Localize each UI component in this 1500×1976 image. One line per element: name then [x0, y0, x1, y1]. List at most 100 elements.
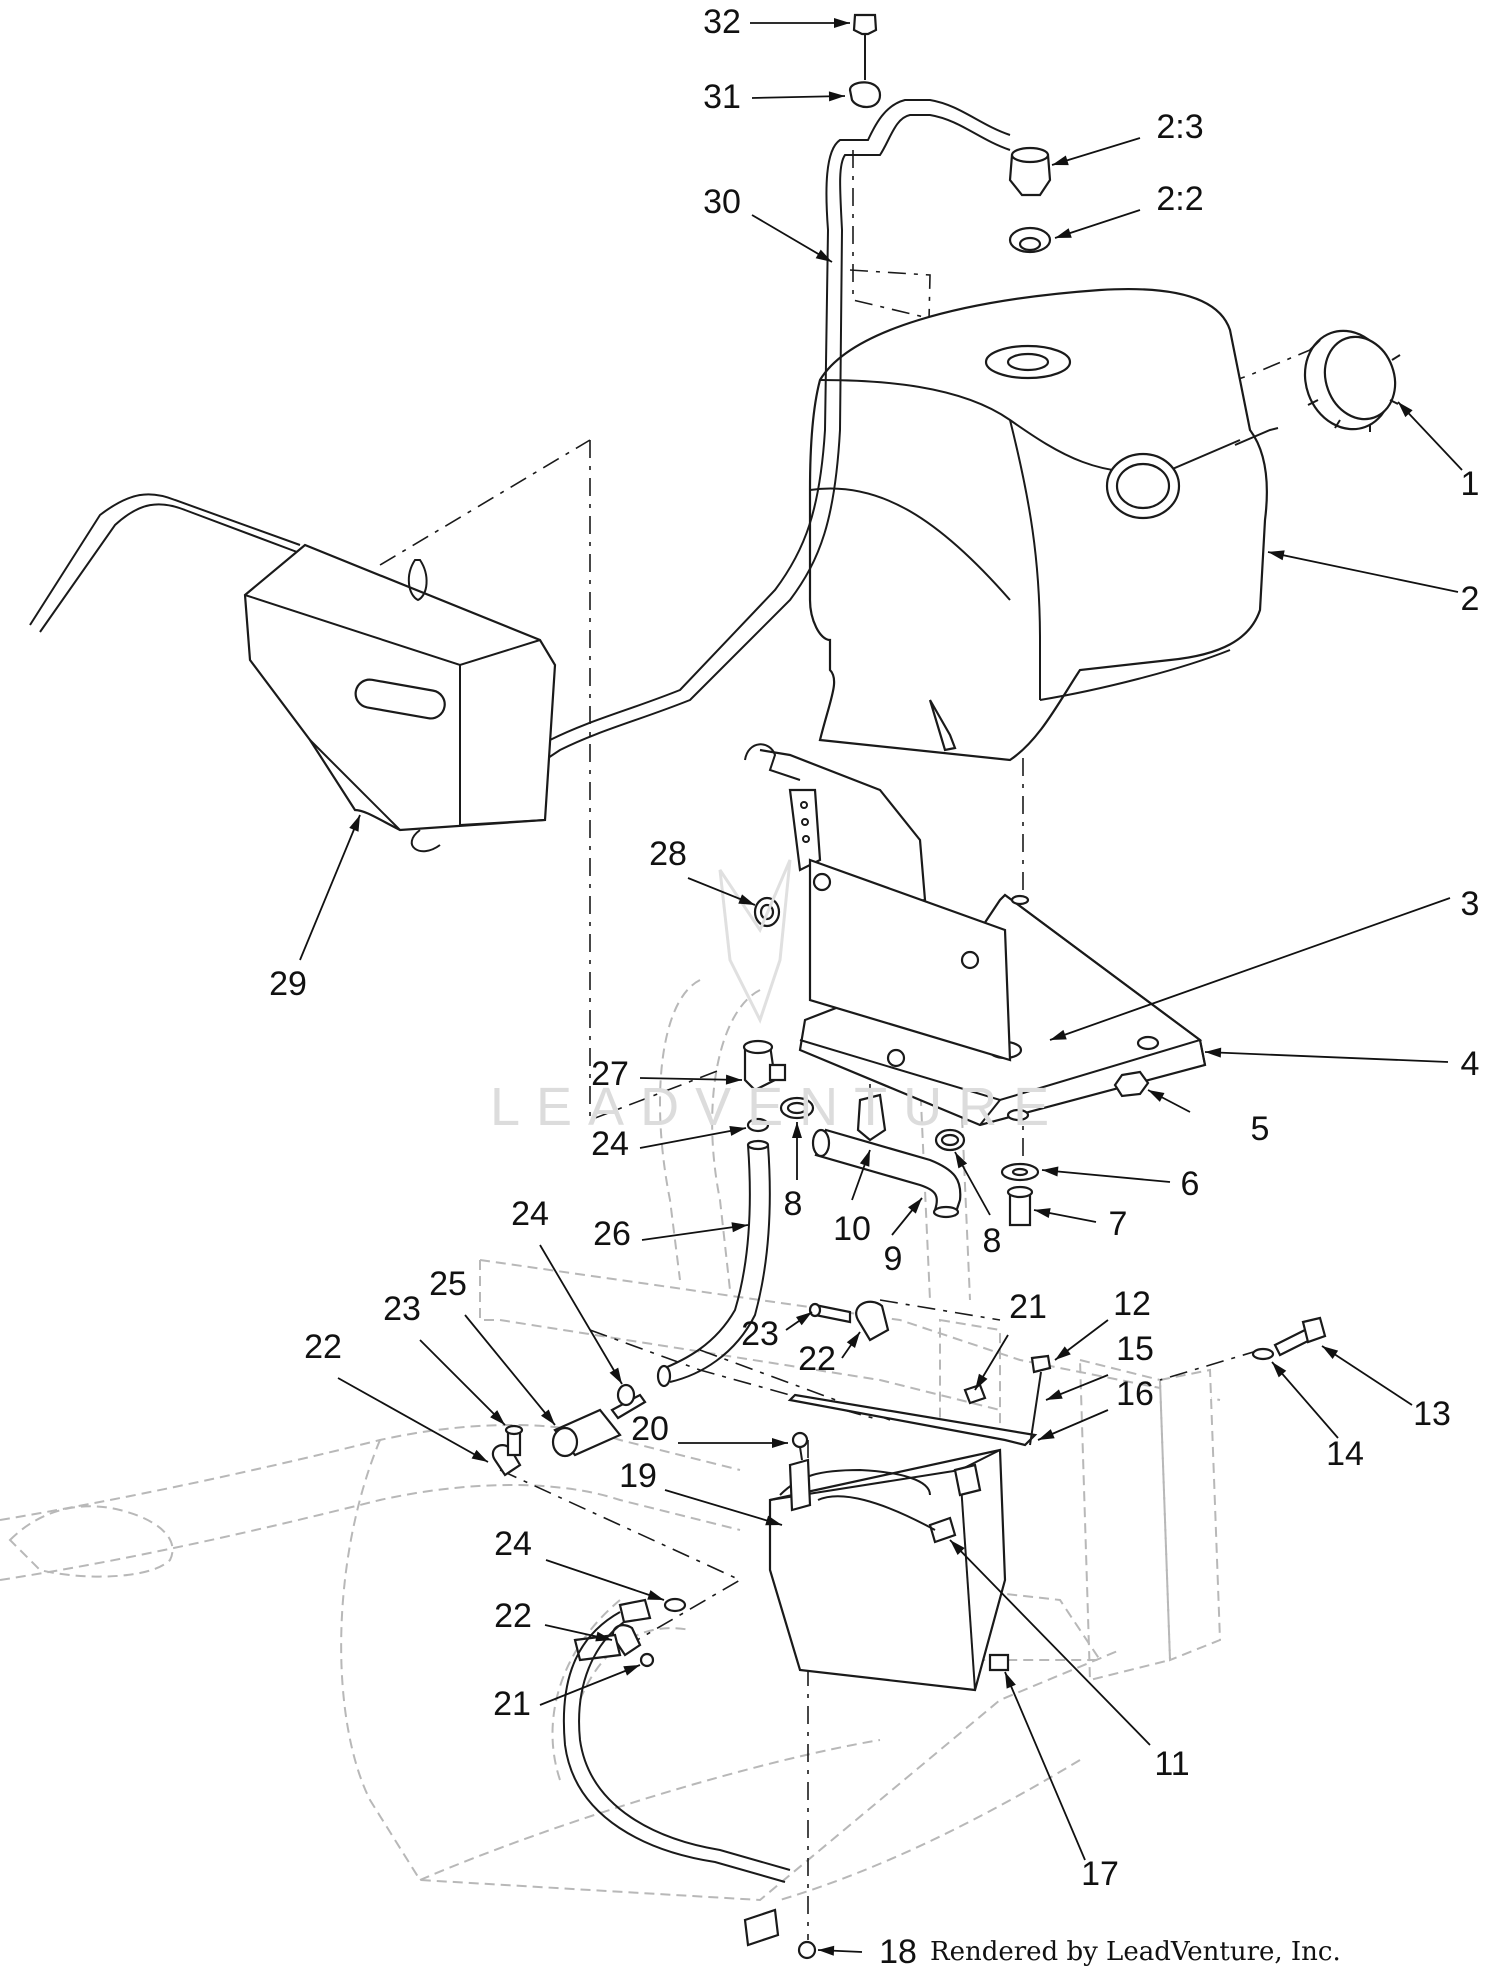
arrowhead-c18: [818, 1945, 835, 1956]
arrowhead-c17: [1005, 1672, 1016, 1689]
arrowhead-c16: [1038, 1429, 1055, 1440]
callout-c22a: 22: [304, 1328, 342, 1366]
callout-c1: 1: [1461, 465, 1480, 503]
callout-c7: 7: [1109, 1205, 1128, 1243]
arrowhead-c10: [859, 1150, 870, 1167]
callout-c2: 2: [1461, 580, 1480, 618]
callout-c28: 28: [649, 835, 687, 873]
arrowhead-c28: [738, 894, 755, 905]
arrowhead-c23b: [795, 1312, 812, 1326]
leader-c2: [1267, 551, 1459, 593]
callout-c23a: 23: [383, 1290, 421, 1328]
callout-c21a: 21: [1009, 1288, 1047, 1326]
callout-c2_3: 2:3: [1156, 108, 1203, 146]
leader-c24a: [639, 1127, 747, 1149]
leader-c3: [1049, 897, 1451, 1041]
callout-c23b: 23: [741, 1315, 779, 1353]
hold-down: [963, 1354, 1052, 1446]
callout-c4: 4: [1461, 1045, 1480, 1083]
callout-c2_2: 2:2: [1156, 180, 1203, 218]
shutoff-valve: [656, 1039, 787, 1388]
arrowhead-c8b: [955, 1152, 968, 1169]
arrowhead-c1: [1398, 402, 1413, 418]
arrowhead-c2: [1268, 550, 1285, 561]
arrowhead-c24c: [647, 1590, 664, 1600]
callout-c32: 32: [703, 3, 741, 41]
arrowhead-c11: [950, 1540, 965, 1555]
arrowhead-c22c: [595, 1631, 612, 1642]
callout-c29: 29: [269, 965, 307, 1003]
arrowhead-c7: [1034, 1208, 1051, 1218]
callout-c25: 25: [429, 1265, 467, 1303]
callout-c20: 20: [631, 1410, 669, 1448]
arrowhead-c27: [725, 1074, 742, 1085]
arrowhead-c21b: [623, 1665, 640, 1676]
fuel-cap: [1234, 329, 1401, 446]
leader-c17: [1004, 1671, 1086, 1861]
leader-c27: [639, 1077, 743, 1081]
arrowhead-c22a: [471, 1449, 488, 1462]
arrowhead-c8a: [792, 1122, 802, 1138]
arrowhead-c3: [1050, 1029, 1067, 1040]
battery-box: [768, 1393, 1038, 1692]
leader-c19: [664, 1489, 783, 1526]
arrowhead-c24a: [729, 1126, 746, 1136]
upright-panel: [744, 743, 1012, 1068]
heat-shield: [243, 543, 557, 853]
arrowhead-c26: [731, 1222, 748, 1233]
credit-text: Rendered by LeadVenture, Inc.: [930, 1937, 1341, 1967]
callout-c31: 31: [703, 78, 741, 116]
arrowhead-c4: [1205, 1047, 1222, 1058]
callout-c9: 9: [884, 1240, 903, 1278]
callout-c18: 18: [879, 1933, 917, 1971]
arrowhead-c32: [834, 18, 850, 28]
arrowhead-c31: [828, 91, 845, 102]
leader-c25: [464, 1314, 556, 1426]
callout-c8b: 8: [983, 1222, 1002, 1260]
arrowhead-c6: [1042, 1166, 1059, 1177]
callout-c30: 30: [703, 183, 741, 221]
fuel-filter: [491, 1383, 647, 1477]
mid-clamp: [808, 1300, 890, 1342]
leader-c4: [1204, 1051, 1449, 1063]
arrowhead-c29: [349, 815, 360, 832]
fitting-assembly: [1008, 146, 1052, 254]
leader-c29: [299, 814, 361, 961]
callout-c17: 17: [1081, 1855, 1119, 1893]
callout-c22c: 22: [494, 1597, 532, 1635]
arrowhead-c30: [815, 249, 832, 262]
elbow-hose: [779, 1093, 966, 1219]
arrowhead-c15: [1046, 1389, 1063, 1400]
bolt-13: [1251, 1316, 1327, 1361]
ground-cable: [562, 1598, 817, 1960]
arrowhead-c2_3: [1052, 155, 1069, 166]
arrowhead-c23a: [490, 1410, 505, 1425]
callout-c21b: 21: [493, 1685, 531, 1723]
callout-c8a: 8: [784, 1185, 803, 1223]
callout-c15: 15: [1116, 1330, 1154, 1368]
arrowhead-c5: [1148, 1090, 1165, 1102]
arrowhead-c21a: [975, 1373, 988, 1390]
leader-c21b: [539, 1664, 641, 1706]
callout-c13: 13: [1413, 1395, 1451, 1433]
callout-c16: 16: [1116, 1375, 1154, 1413]
arrowhead-c24b: [609, 1367, 622, 1384]
leader-c24c: [545, 1559, 665, 1601]
arrowhead-c14: [1272, 1362, 1287, 1378]
leader-c11: [949, 1539, 1151, 1746]
leader-c14: [1271, 1361, 1339, 1439]
callout-c3: 3: [1461, 885, 1480, 923]
arrowhead-c12: [1055, 1346, 1071, 1360]
callout-c11: 11: [1154, 1745, 1189, 1783]
watermark: LEADVENTURE: [490, 859, 1049, 1137]
arrowhead-c19: [765, 1515, 782, 1526]
arrowhead-c9: [908, 1198, 922, 1214]
leader-c13: [1321, 1345, 1413, 1406]
callout-c24c: 24: [494, 1525, 532, 1563]
leader-c23a: [419, 1339, 506, 1426]
arrowhead-c22b: [846, 1332, 860, 1349]
callout-c24a: 24: [591, 1125, 629, 1163]
